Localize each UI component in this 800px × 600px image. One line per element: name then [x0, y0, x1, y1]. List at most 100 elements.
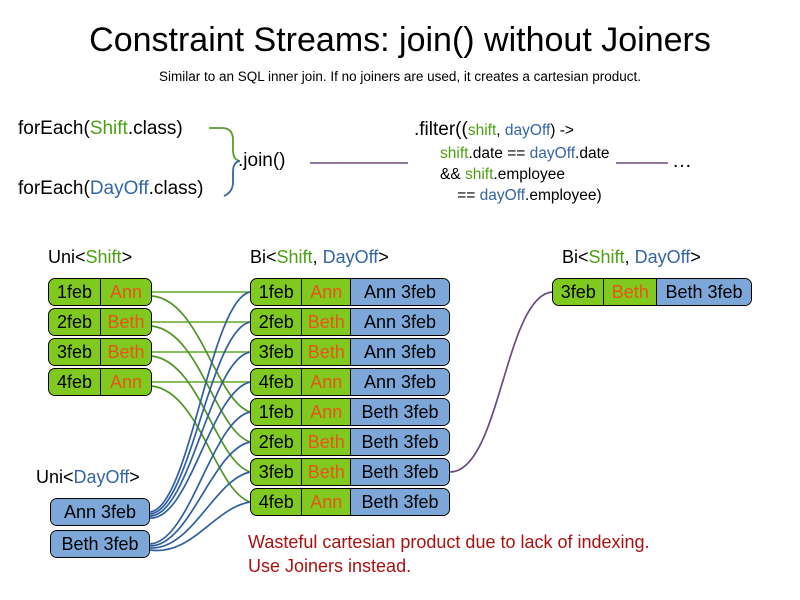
warning-text: Wasteful cartesian product due to lack o…	[248, 530, 650, 578]
bi-card-date: 3feb	[251, 459, 303, 485]
code-foreach-dayoff: forEach(DayOff.class)	[18, 178, 204, 200]
bi-card-name: Beth	[302, 459, 350, 485]
filter-l3-dayoff: dayOff	[479, 187, 526, 204]
filter-comma: ,	[496, 122, 505, 139]
shift-to-bi-links	[151, 291, 250, 383]
bi-card-date: 3feb	[251, 339, 303, 365]
bi-right-prefix: Bi<	[562, 247, 589, 267]
shift-card-name: Beth	[101, 339, 151, 365]
heading-bi-right: Bi<Shift, DayOff>	[562, 246, 701, 268]
foreach-dayoff-type: DayOff	[89, 178, 149, 199]
bi-mid-suffix: >	[378, 247, 389, 267]
uni-dayoff-prefix: Uni<	[36, 467, 74, 487]
bi-result-date: 3feb	[553, 279, 605, 305]
shift-card[interactable]: 4feb Ann	[48, 368, 152, 396]
code-join-call: .join()	[238, 150, 286, 171]
page-title: Constraint Streams: join() without Joine…	[89, 21, 711, 59]
bi-card[interactable]: 3feb Beth Ann 3feb	[250, 338, 450, 366]
bi-mid-type1: Shift	[276, 247, 313, 267]
filter-line-2: && shift.employee	[414, 164, 610, 185]
bi-card-name: Ann	[302, 399, 350, 425]
uni-dayoff-type: DayOff	[73, 467, 130, 487]
bi-card-date: 1feb	[251, 279, 303, 305]
bi-card-name: Beth	[302, 309, 350, 335]
bi-result-name: Beth	[604, 279, 656, 305]
filter-prefix: .filter((	[414, 119, 468, 140]
bi-card-dayoff: Beth 3feb	[350, 429, 449, 455]
bi-card-dayoff: Beth 3feb	[350, 489, 449, 515]
page-subtitle: Similar to an SQL inner join. If no join…	[159, 69, 641, 84]
uni-dayoff-suffix: >	[129, 467, 140, 487]
bi-card-date: 1feb	[251, 399, 303, 425]
bi-card[interactable]: 4feb Ann Ann 3feb	[250, 368, 450, 396]
shift-card[interactable]: 1feb Ann	[48, 278, 152, 306]
bi-card[interactable]: 3feb Beth Beth 3feb	[250, 458, 450, 486]
bi-result-dayoff: Beth 3feb	[655, 279, 751, 305]
heading-uni-dayoff: Uni<DayOff>	[36, 466, 140, 488]
bi-card-dayoff: Ann 3feb	[350, 279, 449, 305]
filter-param-dayoff: dayOff	[504, 122, 551, 139]
join-brace	[209, 127, 241, 162]
filter-l3-end: .employee)	[525, 187, 602, 204]
dayoff-card[interactable]: Ann 3feb	[50, 498, 150, 526]
shift-card-date: 1feb	[49, 279, 101, 305]
bi-card[interactable]: 2feb Beth Beth 3feb	[250, 428, 450, 456]
bi-right-comma: ,	[624, 247, 635, 267]
bi-card[interactable]: 1feb Ann Ann 3feb	[250, 278, 450, 306]
filter-l2-shift: shift	[464, 166, 494, 183]
bi-result-card[interactable]: 3feb Beth Beth 3feb	[552, 278, 752, 306]
bi-card[interactable]: 2feb Beth Ann 3feb	[250, 308, 450, 336]
shift-card[interactable]: 2feb Beth	[48, 308, 152, 336]
filter-line-0: .filter((shift, dayOff) ->	[414, 118, 610, 143]
bi-to-result-link	[449, 291, 553, 473]
filter-l2-and: &&	[440, 166, 465, 183]
filter-line-3: == dayOff.employee)	[414, 185, 610, 206]
heading-bi-middle: Bi<Shift, DayOff>	[250, 246, 389, 268]
foreach-shift-prefix: forEach(	[18, 118, 90, 139]
ellipsis-text: …	[672, 150, 692, 172]
foreach-shift-suffix: .class)	[127, 118, 183, 139]
bi-right-type1: Shift	[588, 247, 625, 267]
bi-right-suffix: >	[690, 247, 701, 267]
bi-card-name: Ann	[302, 279, 350, 305]
uni-shift-type: Shift	[85, 247, 122, 267]
shift-card-name: Beth	[101, 309, 151, 335]
bi-card[interactable]: 4feb Ann Beth 3feb	[250, 488, 450, 516]
shift-card-date: 2feb	[49, 309, 101, 335]
shift-card-name: Ann	[101, 279, 151, 305]
bi-card-date: 4feb	[251, 369, 303, 395]
bi-card-date: 2feb	[251, 429, 303, 455]
uni-shift-suffix: >	[121, 247, 133, 267]
bi-card-dayoff: Beth 3feb	[350, 399, 449, 425]
filter-l1-end: .date	[575, 145, 610, 162]
filter-l2-end: .employee	[493, 166, 565, 183]
filter-arrow: ) ->	[550, 122, 574, 139]
bi-card-dayoff: Ann 3feb	[350, 339, 449, 365]
bi-mid-prefix: Bi<	[250, 247, 277, 267]
filter-l3-eq: ==	[440, 187, 480, 204]
uni-shift-prefix: Uni<	[48, 247, 86, 267]
bi-card-dayoff: Beth 3feb	[350, 459, 449, 485]
dayoff-card[interactable]: Beth 3feb	[50, 530, 150, 558]
code-foreach-shift: forEach(Shift.class)	[18, 118, 183, 140]
filter-param-shift: shift	[467, 122, 497, 139]
filter-l1-mid: .date ==	[468, 145, 530, 162]
filter-l1-dayoff: dayOff	[529, 145, 576, 162]
bi-card-name: Beth	[302, 429, 350, 455]
heading-uni-shift: Uni<Shift>	[48, 246, 132, 268]
foreach-shift-type: Shift	[89, 118, 128, 139]
bi-mid-type2: DayOff	[322, 247, 379, 267]
warning-line-2: Use Joiners instead.	[248, 556, 412, 576]
bi-card-name: Ann	[302, 369, 350, 395]
shift-card-date: 4feb	[49, 369, 101, 395]
dayoff-to-bi-links	[149, 291, 251, 552]
shift-card-name: Ann	[101, 369, 151, 395]
shift-card[interactable]: 3feb Beth	[48, 338, 152, 366]
bi-card-date: 2feb	[251, 309, 303, 335]
bi-card-date: 4feb	[251, 489, 303, 515]
bi-card[interactable]: 1feb Ann Beth 3feb	[250, 398, 450, 426]
foreach-dayoff-prefix: forEach(	[18, 178, 90, 199]
bi-card-dayoff: Ann 3feb	[350, 369, 449, 395]
foreach-dayoff-suffix: .class)	[148, 178, 204, 199]
